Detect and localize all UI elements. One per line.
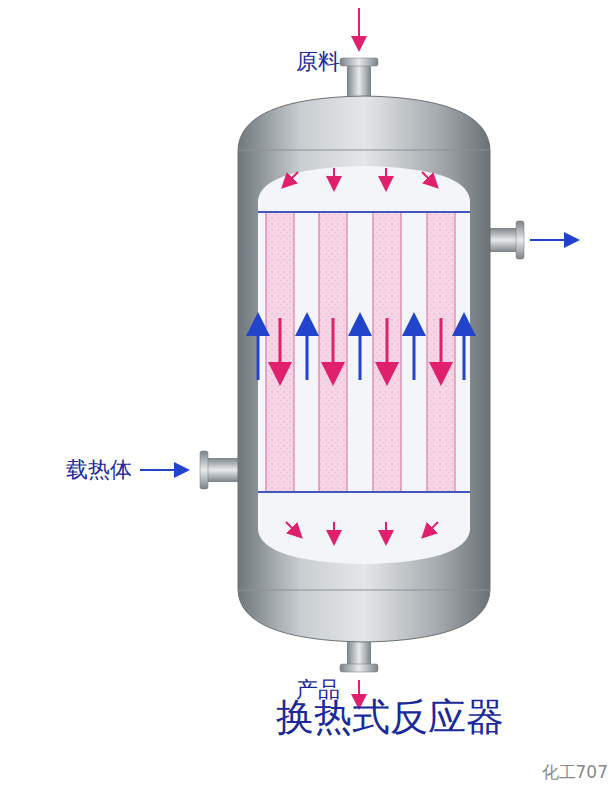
watermark: 化工707 — [542, 763, 608, 782]
inlet-label: 载热体 — [66, 458, 132, 482]
inlet-label: 原料 — [296, 50, 340, 74]
diagram-title: 换热式反应器 — [276, 697, 504, 739]
outlet-label: 产品 — [296, 678, 340, 702]
